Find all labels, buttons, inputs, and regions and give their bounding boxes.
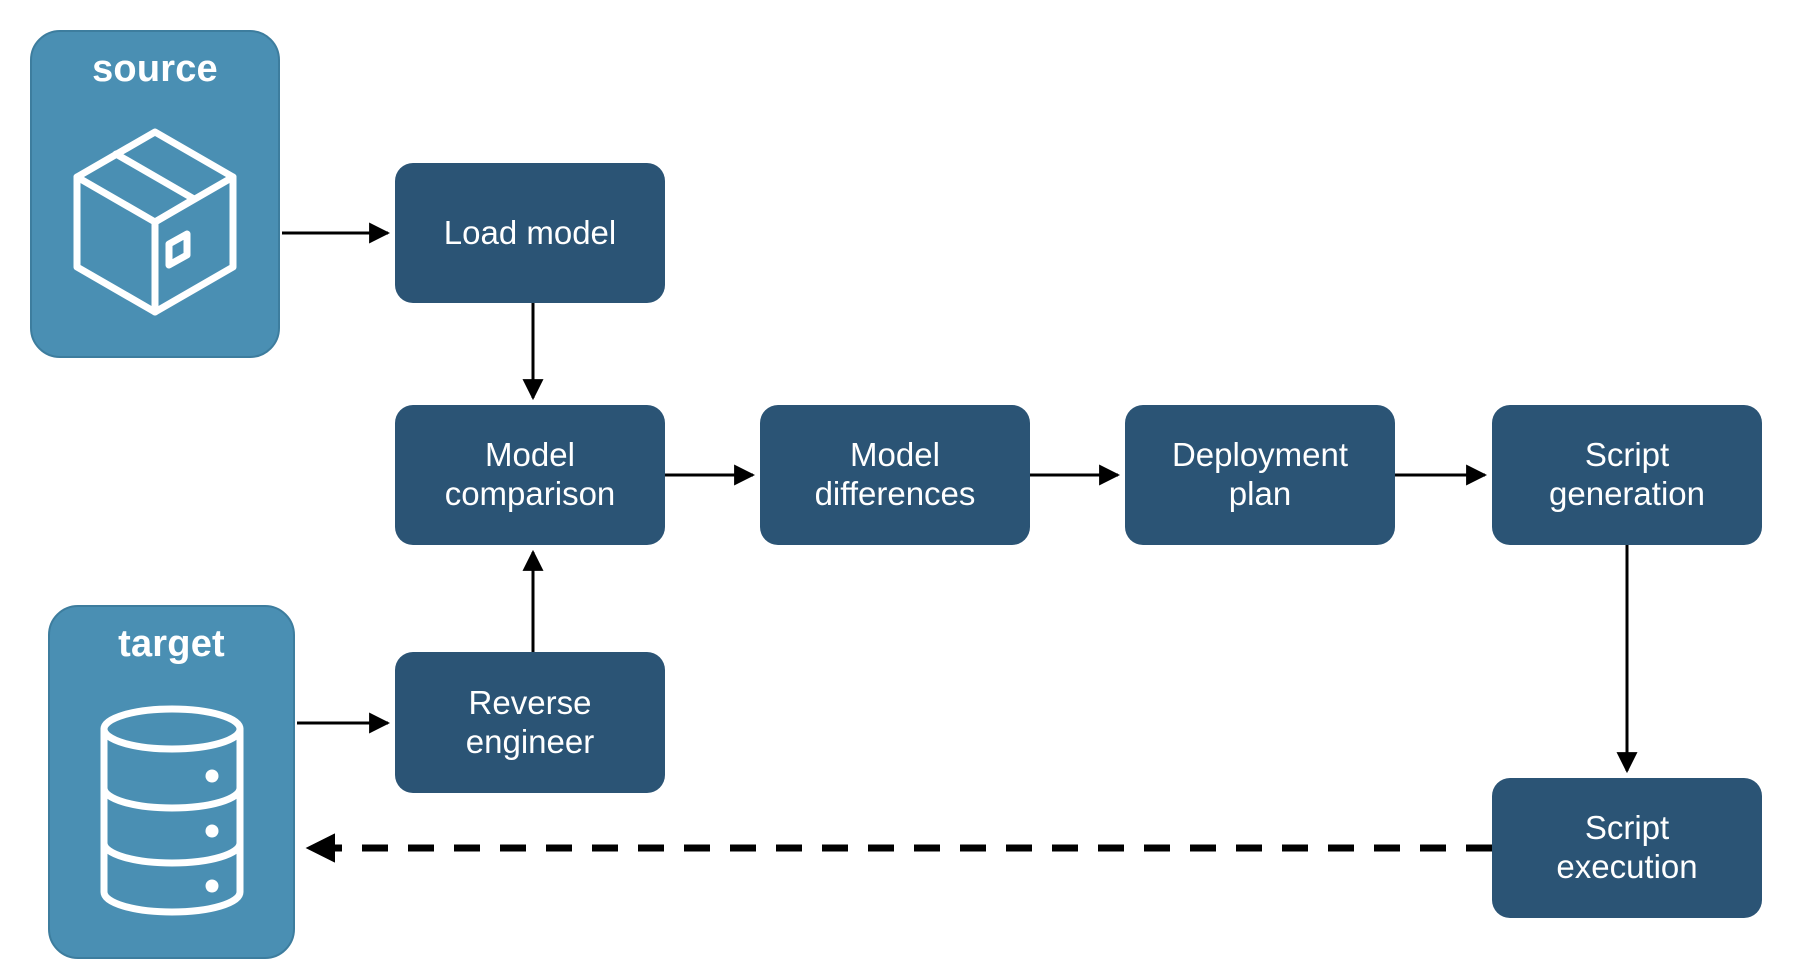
target-node[interactable]: target — [48, 605, 295, 959]
process-reverse-engineer[interactable]: Reverse engineer — [395, 652, 665, 793]
process-deployment-plan-label: Deployment plan — [1171, 436, 1349, 512]
process-load-model-label: Load model — [443, 213, 617, 251]
package-cube-icon — [32, 88, 278, 356]
process-script-execution[interactable]: Script execution — [1492, 778, 1762, 918]
process-model-differences-label: Model differences — [814, 436, 976, 512]
process-load-model[interactable]: Load model — [395, 163, 665, 303]
source-node[interactable]: source — [30, 30, 280, 358]
process-script-generation[interactable]: Script generation — [1492, 405, 1762, 545]
process-script-execution-label: Script execution — [1556, 809, 1698, 885]
process-model-differences[interactable]: Model differences — [760, 405, 1030, 545]
process-deployment-plan[interactable]: Deployment plan — [1125, 405, 1395, 545]
target-node-label: target — [118, 623, 225, 665]
source-node-label: source — [92, 48, 218, 90]
process-model-comparison-label: Model comparison — [444, 436, 616, 512]
process-model-comparison[interactable]: Model comparison — [395, 405, 665, 545]
process-reverse-engineer-label: Reverse engineer — [465, 683, 595, 760]
process-script-generation-label: Script generation — [1549, 436, 1705, 512]
database-cylinder-icon — [50, 663, 293, 957]
